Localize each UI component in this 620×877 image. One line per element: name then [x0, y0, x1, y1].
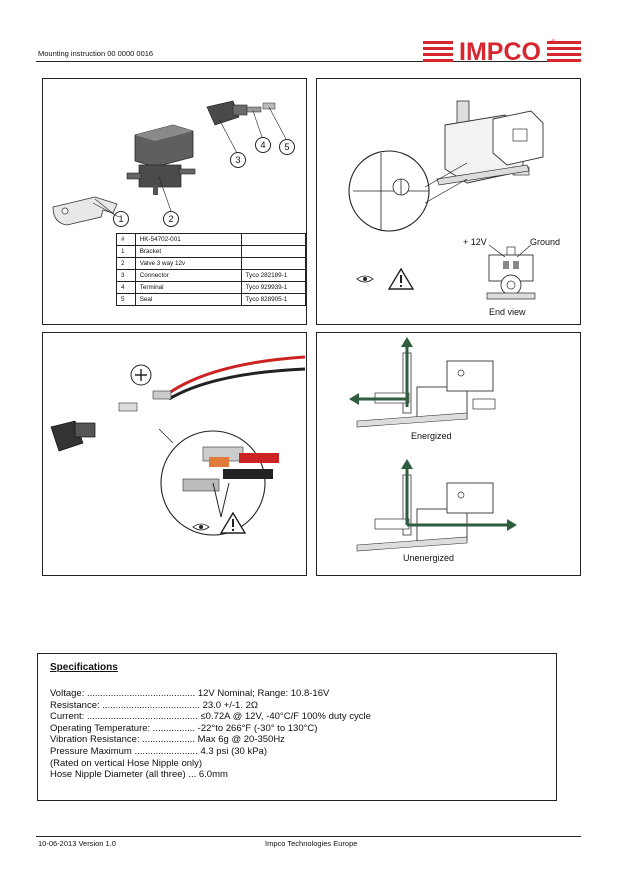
document-title: Mounting instruction 00 0000 0016: [38, 49, 154, 58]
table-cell: HK-54702-001: [134, 233, 242, 246]
table-cell: 5: [116, 293, 136, 306]
table-cell: 2: [116, 257, 136, 270]
warning-icon: [219, 511, 247, 534]
registered-mark: ®: [551, 39, 556, 46]
energized-flow-arrows: [349, 337, 413, 407]
footer-divider: [36, 836, 581, 837]
table-cell: 1: [116, 245, 136, 258]
zoom-detail-circle: [348, 150, 468, 232]
table-cell: Connector: [134, 269, 242, 282]
spec-line: Operating Temperature: ................ …: [50, 722, 318, 734]
table-cell: #: [116, 233, 136, 246]
unenergized-flow-arrows: [401, 459, 517, 531]
table-cell: [240, 233, 307, 246]
valve-illustration: [126, 124, 196, 195]
table-row: 3 Connector Tyco 282189-1: [116, 269, 307, 282]
bracket-illustration: [52, 196, 118, 226]
spec-line: Voltage: ...............................…: [50, 688, 330, 699]
panel-wiring: [42, 332, 307, 576]
table-cell: 3: [116, 269, 136, 282]
table-cell: Tyco 828905-1: [240, 293, 307, 306]
table-row: 4 Terminal Tyco 929939-1: [116, 281, 307, 294]
eye-icon: [192, 523, 210, 531]
table-row: 2 Valve 3 way 12v: [116, 257, 307, 270]
table-row: 1 Bracket: [116, 245, 307, 258]
logo-text: IMPCO: [459, 38, 541, 63]
table-cell: 4: [116, 281, 136, 294]
warning-icon: [387, 267, 415, 290]
footer-date-version: 10-06-2013 Version 1.0: [38, 839, 116, 848]
end-view-illustration: [486, 244, 536, 300]
table-header-row: # HK-54702-001: [116, 233, 307, 246]
callout-4: 4: [255, 137, 271, 153]
connector-illustration: [206, 100, 276, 126]
table-cell: Seal: [134, 293, 242, 306]
zoom-detail-circle: [158, 428, 279, 536]
table-cell: Valve 3 way 12v: [134, 257, 242, 270]
ground-label: Ground: [530, 237, 561, 247]
eye-icon: [356, 275, 374, 283]
panel-mounting-end-view: + 12V Ground End view: [316, 78, 581, 325]
spec-line: Current: ...............................…: [50, 711, 371, 723]
unenergized-label: Unenergized: [403, 553, 455, 563]
parts-table: # HK-54702-001 1 Bracket 2 Valve 3 way 1…: [116, 233, 307, 306]
connector-housing-illustration: [50, 420, 96, 452]
spec-line: Resistance: ............................…: [50, 699, 258, 711]
impco-logo: IMPCO ®: [423, 37, 581, 63]
table-cell: Tyco 929939-1: [240, 281, 307, 294]
table-cell: [240, 245, 307, 258]
end-view-label: End view: [489, 307, 526, 317]
crimp-tool-icon: [130, 364, 152, 386]
table-cell: Tyco 282189-1: [240, 269, 307, 282]
footer-company: Impco Technologies Europe: [265, 839, 358, 848]
callout-1: 1: [113, 211, 129, 227]
panel-flow-states: Energized Unenergized: [316, 332, 581, 576]
plus-12v-label: + 12V: [463, 237, 487, 247]
energized-label: Energized: [411, 431, 452, 441]
spec-line: (Rated on vertical Hose Nipple only): [50, 757, 203, 769]
unenergized-valve-illustration: [356, 474, 494, 552]
energized-valve-illustration: [356, 352, 496, 428]
spec-line: Hose Nipple Diameter (all three) ... 6.0…: [50, 769, 228, 781]
mounted-valve-illustration: [436, 100, 544, 186]
wires-illustration: [118, 355, 306, 412]
table-cell: Terminal: [134, 281, 242, 294]
table-row: 5 Seal Tyco 828905-1: [116, 293, 307, 306]
header-divider: [36, 61, 581, 62]
specifications-box: Specifications Voltage: ................…: [37, 653, 557, 801]
spec-line: Vibration Resistance: ..................…: [50, 734, 285, 746]
callout-3: 3: [230, 152, 246, 168]
specifications-list: Voltage: ...............................…: [50, 688, 371, 781]
table-cell: [240, 257, 307, 270]
spec-line: Pressure Maximum .......................…: [50, 745, 267, 757]
callout-5: 5: [279, 139, 295, 155]
panel-parts-overview: 1 2 3 4 5 # HK-54702-001 1 Bracket 2 Val…: [42, 78, 307, 325]
callout-2: 2: [163, 211, 179, 227]
specifications-title: Specifications: [50, 662, 118, 673]
table-cell: Bracket: [134, 245, 242, 258]
